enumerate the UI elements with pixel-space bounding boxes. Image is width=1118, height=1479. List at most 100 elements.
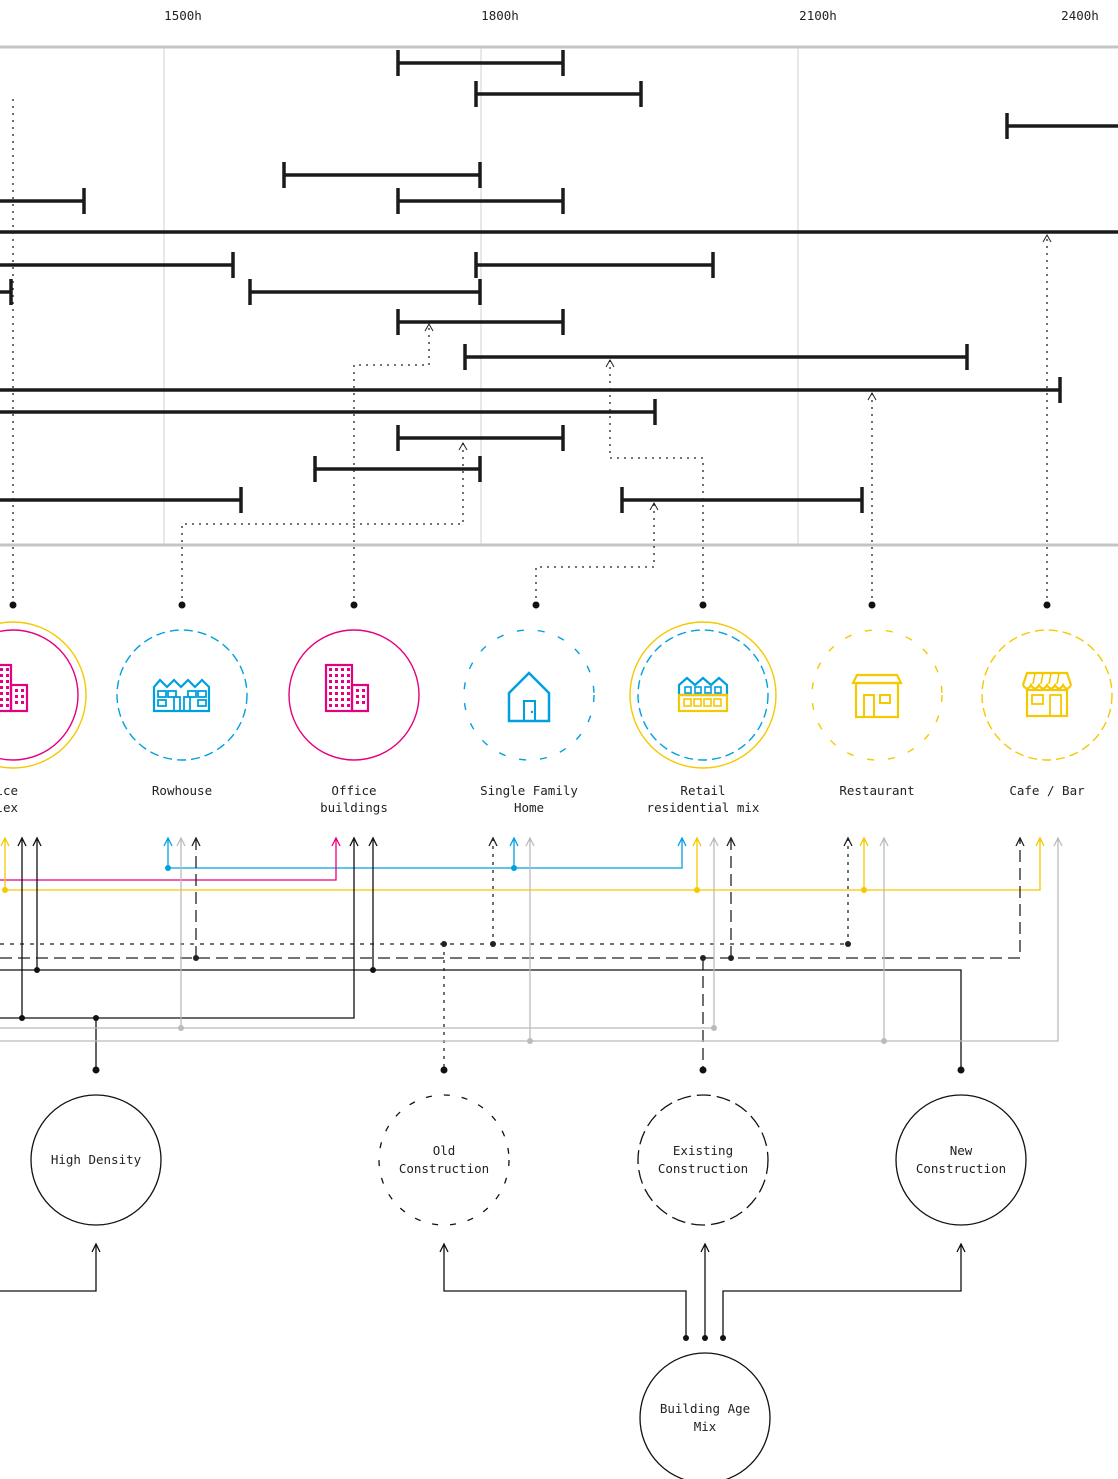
arrow-tip	[1053, 836, 1063, 847]
building-type-label: Office	[331, 783, 376, 798]
junction-dot	[19, 1015, 25, 1021]
arrow-tip	[649, 501, 659, 511]
building-type-office-complex: OfficeComplex	[0, 621, 87, 815]
arrow-tip	[191, 836, 201, 847]
building-type-retail-residential-mix: Retail residential mix	[629, 621, 777, 815]
hour-bar	[0, 377, 1062, 403]
building-type-label: Retail	[680, 783, 725, 798]
cafe-bar-icon	[1021, 671, 1073, 718]
relation-line	[0, 838, 715, 1029]
junction-dot	[702, 1335, 708, 1341]
connector-dot	[9, 601, 17, 609]
category-ring	[30, 1094, 162, 1226]
hour-bar	[1005, 113, 1118, 139]
node-ring	[981, 629, 1113, 761]
category-label: Building Age	[660, 1401, 750, 1416]
connector-dot	[868, 601, 876, 609]
hour-bar	[396, 50, 565, 76]
arrow-tip	[1042, 233, 1052, 243]
junction-dot	[370, 967, 376, 973]
category-high-density: High Density	[30, 1066, 162, 1226]
tick-label-1500h: 1500h	[164, 8, 202, 23]
house-icon	[507, 671, 551, 723]
arrow-tip	[91, 1242, 101, 1253]
arrow-tip	[605, 358, 615, 368]
category-label: Construction	[916, 1161, 1006, 1176]
relation-lines	[0, 836, 1063, 1341]
category-label: High Density	[51, 1152, 142, 1167]
category-label: Mix	[694, 1419, 717, 1434]
arrow-tip	[726, 836, 736, 847]
building-type-office-buildings: Office buildings	[288, 629, 420, 815]
junction-dot	[165, 865, 171, 871]
building-types: OfficeComplexRowhouse Office buildings Sing…	[0, 621, 1113, 815]
category-ring	[895, 1094, 1027, 1226]
hour-bar	[396, 425, 565, 451]
junction-dot	[700, 955, 706, 961]
relation-line	[0, 1244, 97, 1292]
junction-dot	[34, 967, 40, 973]
building-type-cafe-bar: Cafe / Bar	[981, 629, 1113, 798]
time-axis: 1500h 1800h 2100h 2400h	[164, 8, 1099, 23]
category-ring	[639, 1352, 771, 1479]
junction-dot	[845, 941, 851, 947]
junction-dot	[178, 1025, 184, 1031]
arrow-tip	[677, 836, 687, 847]
hour-bar	[0, 279, 13, 305]
relation-line	[0, 969, 962, 1070]
hour-bar	[396, 309, 565, 335]
arrow-tip	[0, 836, 10, 847]
junction-dot	[728, 955, 734, 961]
category-dot	[92, 1066, 100, 1074]
category-label: Construction	[658, 1161, 748, 1176]
connector-dot	[532, 601, 540, 609]
arrow-tip	[439, 1242, 449, 1253]
junction-dot	[694, 887, 700, 893]
category-nodes: High DensityOldConstructionExistingConst…	[30, 1066, 1027, 1479]
arrow-tip	[1035, 836, 1045, 847]
rowhouse-icon	[152, 678, 211, 713]
building-type-label: Rowhouse	[152, 783, 212, 798]
arrow-tip	[349, 836, 359, 847]
arrow-tip	[700, 1242, 710, 1253]
junction-dot	[711, 1025, 717, 1031]
category-dot	[440, 1066, 448, 1074]
arrow-tip	[867, 391, 877, 401]
category-dot	[699, 1066, 707, 1074]
arrow-tip	[458, 441, 468, 451]
relation-line	[443, 1244, 687, 1338]
junction-dot	[490, 941, 496, 947]
outer-ring	[629, 621, 777, 769]
building-type-label: residential mix	[647, 800, 760, 815]
category-ring	[378, 1094, 510, 1226]
hour-bars	[0, 50, 1118, 513]
arrow-tip	[692, 836, 702, 847]
timeline-connectors	[9, 96, 1052, 609]
arrow-tip	[1015, 836, 1025, 847]
connector-dot	[350, 601, 358, 609]
office-complex-icon	[0, 663, 29, 713]
hour-bar	[620, 487, 864, 513]
junction-dot	[441, 941, 447, 947]
node-ring	[0, 629, 79, 761]
arrow-tip	[509, 836, 519, 847]
category-ring	[637, 1094, 769, 1226]
office-buildings-icon	[324, 663, 370, 713]
category-label: Existing	[673, 1143, 733, 1158]
relation-line	[0, 838, 337, 881]
arrow-tip	[32, 836, 42, 847]
timeline-frame	[0, 45, 1118, 547]
arrow-tip	[163, 836, 173, 847]
arrow-tip	[859, 836, 869, 847]
node-ring	[637, 629, 769, 761]
hour-bar	[248, 279, 482, 305]
relation-line	[167, 838, 683, 869]
building-type-label: buildings	[320, 800, 388, 815]
category-dot	[957, 1066, 965, 1074]
hour-bar	[396, 188, 565, 214]
connector-dot	[1043, 601, 1051, 609]
arrow-tip	[424, 322, 434, 332]
tick-label-2100h: 2100h	[799, 8, 837, 23]
